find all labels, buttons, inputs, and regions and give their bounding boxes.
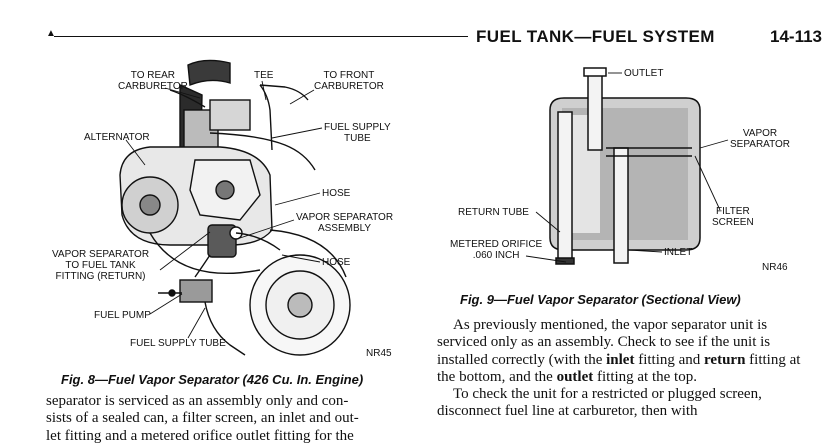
figure-8-leader-lines (125, 80, 323, 339)
fig8-label-hose-lower: HOSE (322, 257, 351, 268)
page-number: 14-113 (770, 27, 822, 46)
fig9-label-metered-orifice: METERED ORIFICE.060 INCH (450, 239, 543, 261)
header-rule (54, 36, 468, 37)
figure-8-engine-illustration (119, 59, 351, 356)
figure-9-caption: Fig. 9—Fuel Vapor Separator (Sectional V… (460, 292, 741, 307)
fig8-label-fuel-pump: FUEL PUMP (94, 310, 151, 321)
fig8-label-tee: TEE (254, 70, 274, 81)
right-column-text: As previously mentioned, the vapor separ… (437, 317, 802, 421)
right-paragraph-1: As previously mentioned, the vapor separ… (437, 317, 801, 385)
figure-8-caption: Fig. 8—Fuel Vapor Separator (426 Cu. In.… (61, 372, 364, 387)
page-marker-triangle-icon: ▲ (46, 28, 56, 39)
right-paragraph-2: To check the unit for a restricted or pl… (437, 386, 762, 420)
left-line-1: separator is serviced as an assembly onl… (46, 393, 349, 409)
fig8-label-hose-upper: HOSE (322, 188, 351, 199)
section-title: FUEL TANK—FUEL SYSTEM (476, 27, 715, 46)
left-line-2: sists of a sealed can, a filter screen, … (46, 410, 359, 427)
fig9-figure-code: NR46 (762, 262, 788, 273)
figure-9-leader-lines (525, 72, 729, 263)
fig9-label-return-tube: RETURN TUBE (458, 207, 529, 218)
fig8-figure-code: NR45 (366, 348, 392, 359)
fig8-label-alternator: ALTERNATOR (84, 132, 150, 143)
fig9-label-outlet: OUTLET (624, 68, 664, 79)
fig8-label-fuel-supply-tube-bottom: FUEL SUPPLY TUBE (130, 338, 226, 349)
fig9-label-inlet: INLET (664, 247, 693, 258)
